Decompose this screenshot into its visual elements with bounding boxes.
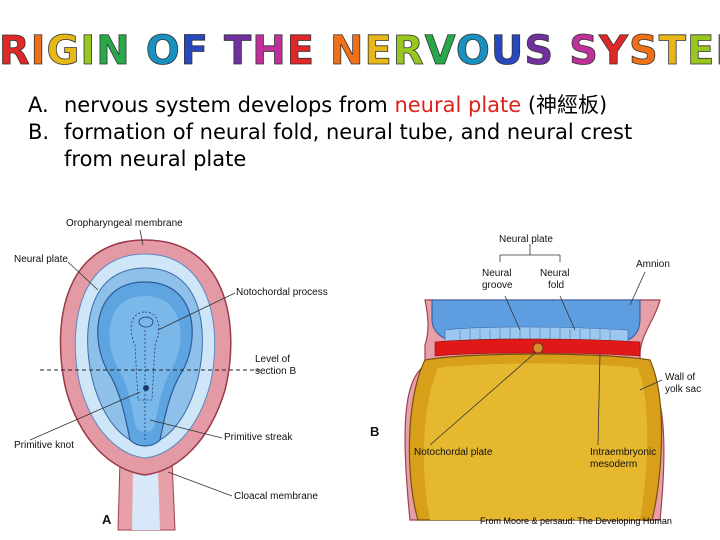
title-letter: R <box>0 28 31 74</box>
title-letter: O <box>456 28 491 74</box>
title-letter: T <box>659 28 687 74</box>
bullet-list: A. nervous system develops from neural p… <box>28 92 708 173</box>
label-amnion: Amnion <box>636 259 670 270</box>
label-neural-groove-2: groove <box>482 280 513 291</box>
title-letter: V <box>425 28 456 74</box>
label-neural-groove: Neural <box>482 268 512 279</box>
title-letter: R <box>393 28 425 74</box>
bullet-text: nervous system develops from neural plat… <box>64 93 608 117</box>
label-wall-of-yolk-sac-2: yolk sac <box>665 384 702 395</box>
bullet-text: formation of neural fold, neural tube, a… <box>64 120 633 144</box>
title-letter: Y <box>598 28 629 74</box>
title-letter: S <box>569 28 599 74</box>
title-letter: I <box>31 28 47 74</box>
title-letter: E <box>687 28 715 74</box>
title-letter: G <box>47 28 81 74</box>
label-notochordal-process: Notochordal process <box>236 287 328 298</box>
label-neural-plate-a: Neural plate <box>14 254 68 265</box>
label-primitive-streak: Primitive streak <box>224 432 293 443</box>
panel-letter-a: A <box>102 512 112 527</box>
title-letter: E <box>287 28 315 74</box>
title-letter: H <box>252 28 286 74</box>
title-letter: O <box>146 28 181 74</box>
bullet-marker: A. <box>28 93 49 117</box>
title-letter: I <box>80 28 96 74</box>
label-neural-plate-b: Neural plate <box>499 234 553 245</box>
label-neural-fold-2: fold <box>548 280 565 291</box>
title-letter: N <box>96 28 130 74</box>
title-letter: F <box>181 28 209 74</box>
label-level-of-section: Level of <box>255 354 291 365</box>
svg-text:ORIGIN OF THE NERVOUS SYSTEM: ORIGIN OF THE NERVOUS SYSTEM <box>0 28 720 74</box>
slide-title: ORIGIN OF THE NERVOUS SYSTEM <box>0 28 720 75</box>
label-wall-of-yolk-sac: Wall of <box>665 372 696 383</box>
panel-letter-b: B <box>370 424 380 439</box>
label-neural-fold: Neural <box>540 268 570 279</box>
title-letter: U <box>491 28 524 74</box>
title-letter: T <box>224 28 252 74</box>
highlight-neural-plate: neural plate <box>394 93 522 117</box>
label-cloacal-membrane: Cloacal membrane <box>234 491 318 502</box>
title-letter: S <box>524 28 554 74</box>
label-level-of-section-2: section B <box>255 366 297 377</box>
title-letter: E <box>365 28 393 74</box>
source-credit: From Moore & persaud: The Developing Hum… <box>480 516 672 526</box>
bullet-a: A. nervous system develops from neural p… <box>28 92 708 119</box>
label-intraembryonic-mesoderm: Intraembryonic <box>590 447 657 458</box>
label-notochordal-plate: Notochordal plate <box>414 447 493 458</box>
label-oropharyngeal-membrane: Oropharyngeal membrane <box>66 218 183 229</box>
title-letter: S <box>629 28 659 74</box>
bullet-marker: B. <box>28 120 50 144</box>
title-letter: M <box>715 28 720 74</box>
title-letter: N <box>330 28 364 74</box>
bullet-b-continuation: from neural plate <box>64 147 247 171</box>
label-intraembryonic-mesoderm-2: mesoderm <box>590 459 638 470</box>
bullet-b: B. formation of neural fold, neural tube… <box>28 119 708 146</box>
label-primitive-knot: Primitive knot <box>14 440 75 451</box>
